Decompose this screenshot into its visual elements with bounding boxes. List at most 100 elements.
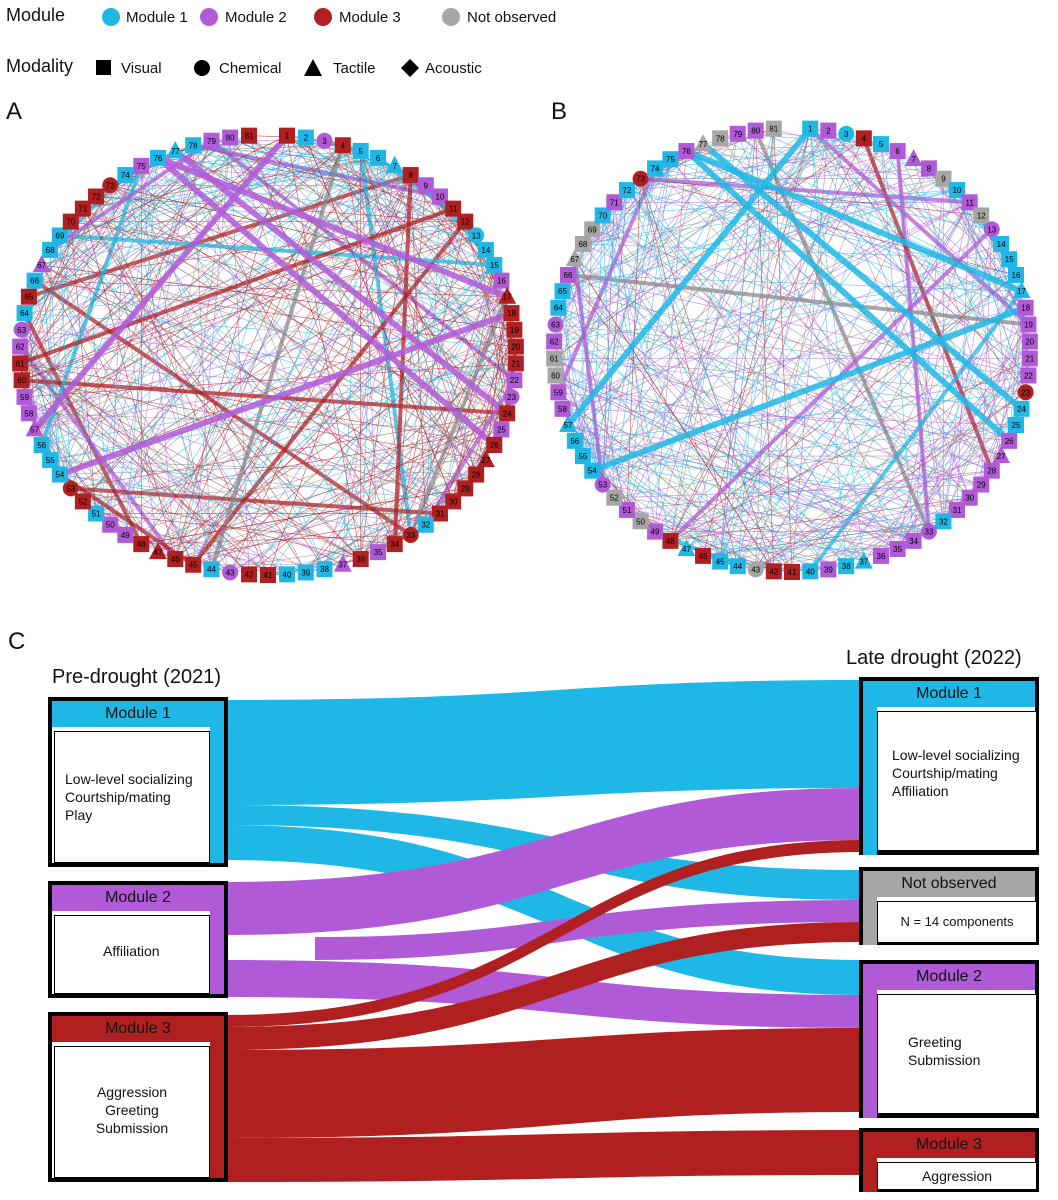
network-node <box>74 200 91 217</box>
network-edge <box>755 440 1010 570</box>
network-node-label: 30 <box>449 497 458 506</box>
network-edge <box>342 150 362 565</box>
network-node <box>961 194 978 211</box>
network-edge <box>392 174 413 545</box>
network-node-label: 36 <box>877 552 886 561</box>
network-edge <box>554 341 982 485</box>
network-edge <box>828 341 1031 570</box>
network-node-label: 32 <box>421 521 430 530</box>
network-edge <box>591 168 656 471</box>
network-node-label: 28 <box>987 467 996 476</box>
right-module-1-box: Module 1 Low-level socializing Courtship… <box>859 677 1039 855</box>
network-node-label: 55 <box>46 456 55 465</box>
network-edge <box>192 165 396 565</box>
legend-acoustic-label: Acoustic <box>425 60 482 77</box>
network-node-label: 23 <box>507 393 516 402</box>
network-edge <box>41 150 361 266</box>
left-module-2-behaviors: Affiliation <box>54 915 210 994</box>
right-module-3-bar <box>863 1158 877 1192</box>
legend-chemical-label: Chemical <box>219 60 282 77</box>
network-node-label: 30 <box>965 494 974 503</box>
network-edge <box>1021 358 1031 409</box>
network-node <box>42 241 59 258</box>
network-edge <box>157 235 477 553</box>
network-node <box>506 372 523 389</box>
left-module-3-bar <box>210 1016 224 1178</box>
network-node-label: 4 <box>862 134 867 143</box>
network-node <box>352 142 369 159</box>
network-node <box>729 125 746 142</box>
network-node <box>402 526 419 543</box>
network-edge <box>640 178 721 562</box>
network-edge <box>567 424 914 542</box>
left-module-1-behaviors: Low-level socializing Courtship/mating P… <box>54 731 210 863</box>
flow-m3-to-m3 <box>226 1028 862 1138</box>
network-edge <box>82 208 111 525</box>
network-edge <box>110 184 502 281</box>
network-node <box>905 532 922 549</box>
network-edge <box>555 133 739 376</box>
network-node <box>961 489 978 506</box>
network-edge <box>34 429 231 573</box>
legend-module-1-label: Module 1 <box>126 9 188 26</box>
network-node-label: 75 <box>666 155 675 164</box>
network-node <box>417 177 434 194</box>
network-edge <box>562 189 958 292</box>
right-module-2-bar <box>863 990 877 1118</box>
network-node <box>16 305 33 322</box>
network-node-label: 68 <box>46 246 55 255</box>
panel-c-label: C <box>8 628 26 655</box>
network-node-label: 16 <box>1012 271 1021 280</box>
network-node <box>88 505 105 522</box>
network-edge <box>360 346 517 560</box>
network-edge <box>846 133 1017 276</box>
network-node <box>477 241 494 258</box>
network-node <box>546 333 563 350</box>
network-node <box>992 446 1011 464</box>
network-node <box>222 129 239 146</box>
network-node-label: 78 <box>189 141 198 150</box>
network-node <box>117 167 134 184</box>
network-node <box>222 564 239 581</box>
network-node <box>62 213 79 230</box>
network-edge <box>655 168 992 230</box>
network-edge <box>654 151 687 532</box>
network-node-label: 80 <box>226 134 235 143</box>
network-node <box>370 544 387 561</box>
network-node <box>632 513 649 530</box>
network-edge <box>209 144 345 570</box>
network-node <box>554 400 571 417</box>
network-edge <box>191 220 467 566</box>
network-edge <box>192 145 212 570</box>
network-edge <box>592 178 944 471</box>
behavior-label: Aggression <box>96 1084 168 1100</box>
network-node <box>278 566 295 583</box>
network-node <box>618 501 635 518</box>
behavior-label: Low-level socializing <box>892 747 1020 763</box>
network-node <box>26 272 43 289</box>
network-edge <box>863 341 1031 562</box>
network-edge <box>19 206 454 366</box>
network-node-label: 6 <box>895 147 900 156</box>
network-node-label: 56 <box>570 437 579 446</box>
network-edge <box>230 137 441 197</box>
network-edge <box>574 150 687 260</box>
network-edge <box>555 375 982 485</box>
network-node-label: 58 <box>24 409 33 418</box>
network-edge <box>82 208 325 570</box>
network-node <box>241 566 258 583</box>
network-node-label: 44 <box>733 562 742 571</box>
network-node <box>445 200 462 217</box>
network-edge <box>640 178 1017 276</box>
behavior-label: Play <box>65 807 93 823</box>
network-node-label: 79 <box>207 137 216 146</box>
network-edge <box>863 408 1022 562</box>
left-module-1-label: Module 1 <box>52 701 224 727</box>
network-node <box>506 321 523 338</box>
network-node <box>802 120 819 137</box>
right-module-3-behaviors: Aggression <box>877 1162 1037 1190</box>
network-edge <box>511 313 517 364</box>
network-node <box>1017 299 1034 316</box>
network-edge <box>719 258 1010 562</box>
network-edge <box>582 455 929 532</box>
